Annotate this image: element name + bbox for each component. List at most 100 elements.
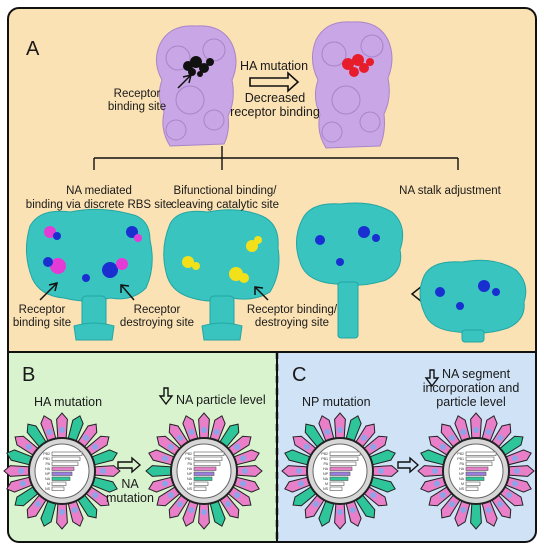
ha-spike-head (176, 434, 183, 441)
segment-label: PB2 (185, 452, 192, 456)
ha-spike (281, 465, 310, 477)
ha-spike-head (167, 443, 174, 450)
ha-spike-head (92, 492, 99, 499)
ha-spike (56, 501, 68, 530)
genome-segment (329, 486, 343, 491)
segment-label: PA (323, 462, 328, 466)
genome-segment (193, 451, 225, 456)
na-long-stalk (296, 202, 404, 339)
na-tetramer-bifunctional (163, 209, 280, 341)
genome-segment (465, 481, 481, 486)
genome-segment (465, 476, 485, 481)
na-short-stalk (419, 259, 527, 343)
na1-receptor-binding-line2: binding site (12, 317, 72, 329)
genome-segment (193, 461, 221, 466)
genome-segment (51, 456, 81, 461)
ha-spike-head (59, 427, 65, 433)
segment-label: PB1 (185, 457, 192, 461)
ha-spike-head (378, 468, 384, 474)
genome-segment (329, 481, 345, 486)
ha-spike-head (439, 443, 446, 450)
genome-segment (465, 456, 495, 461)
branch-bracket (93, 146, 459, 170)
ha-spike-head (20, 480, 27, 487)
ha-spike-head (485, 506, 492, 513)
genome-segment (465, 461, 493, 466)
ha-spike-head (349, 506, 356, 513)
ha-spike-head (439, 492, 446, 499)
ha-trimer-mutated (312, 21, 393, 149)
segment-label: NS (459, 487, 465, 491)
ha-receptor-binding-site (183, 56, 214, 77)
genome-segment (193, 486, 207, 491)
na1-sites (43, 226, 142, 282)
segment-label: PB1 (321, 457, 328, 461)
na3-sites (315, 226, 380, 266)
segment-label: PA (459, 462, 464, 466)
genome-segment (193, 456, 223, 461)
segment-label: NA (323, 477, 329, 481)
ha-spike-head (298, 480, 305, 487)
panel-c-letter: C (292, 364, 307, 386)
genome-segment (51, 476, 71, 481)
segment-label: NP (187, 472, 193, 476)
segment-label: PB2 (43, 452, 50, 456)
ha-spike (334, 501, 346, 530)
panel-b-na-mutation-line1: NA (121, 477, 139, 491)
panel-c-down-arrow (424, 369, 440, 388)
ha-spike-head (201, 427, 207, 433)
genome-segment (465, 486, 479, 491)
genome-segment (51, 481, 67, 486)
panel-c-right-arrow (397, 456, 420, 474)
genome-segment (193, 471, 215, 476)
panel-c-na-segment-line1: NA segment (442, 367, 511, 381)
ha-spike-head (213, 429, 220, 436)
na-spike (145, 465, 174, 477)
ha-spike-head (361, 434, 368, 441)
na2-receptor-bd-line1: Receptor binding/ (246, 304, 338, 316)
ha-spike (234, 465, 263, 477)
ha-spike (92, 465, 121, 477)
ha-spike-head (239, 480, 246, 487)
segment-label: M (325, 482, 328, 486)
ha-spike-head (497, 434, 504, 441)
ha-spike-head (460, 429, 467, 436)
ha-spike (470, 412, 482, 441)
genome-segment (329, 466, 353, 471)
genome-segment (51, 451, 83, 456)
receptor-binding-site-line1: Receptor (113, 88, 161, 100)
ha-spike-head (188, 429, 195, 436)
ha-spike-head (25, 443, 32, 450)
panel-c-np-mutation: NP mutation (302, 395, 371, 409)
segment-label: NA (459, 477, 465, 481)
panel-b-right-arrow (117, 456, 142, 474)
ha-trimer-wildtype (156, 25, 237, 147)
genome-segment (193, 466, 217, 471)
na1-receptor-binding-line1: Receptor (18, 304, 66, 316)
ha-spike-head (18, 468, 24, 474)
genome-segment (465, 451, 497, 456)
rbs-pointer-arrow (177, 73, 193, 89)
segment-label: PB2 (321, 452, 328, 456)
ha-spike-head (434, 480, 441, 487)
segment-label: NA (45, 477, 51, 481)
segment-label: NS (323, 487, 329, 491)
na1-receptor-destroying-line2: destroying site (119, 317, 195, 329)
ha-spike-head (337, 509, 343, 515)
genome-segment (465, 471, 487, 476)
genome-segment (329, 451, 361, 456)
genome-segment (329, 476, 349, 481)
genome-segment (51, 461, 79, 466)
ha-spike-head (514, 468, 520, 474)
ha-spike-head (460, 506, 467, 513)
segment-label: NA (187, 477, 193, 481)
panel-a-letter: A (26, 38, 40, 60)
ha-spike-head (337, 427, 343, 433)
na1-receptor-destroying-line1: Receptor (133, 304, 181, 316)
ha-spike-head (448, 501, 455, 508)
ha-spike-head (234, 492, 241, 499)
na2-receptor-bd-line2: destroying site (254, 317, 330, 329)
